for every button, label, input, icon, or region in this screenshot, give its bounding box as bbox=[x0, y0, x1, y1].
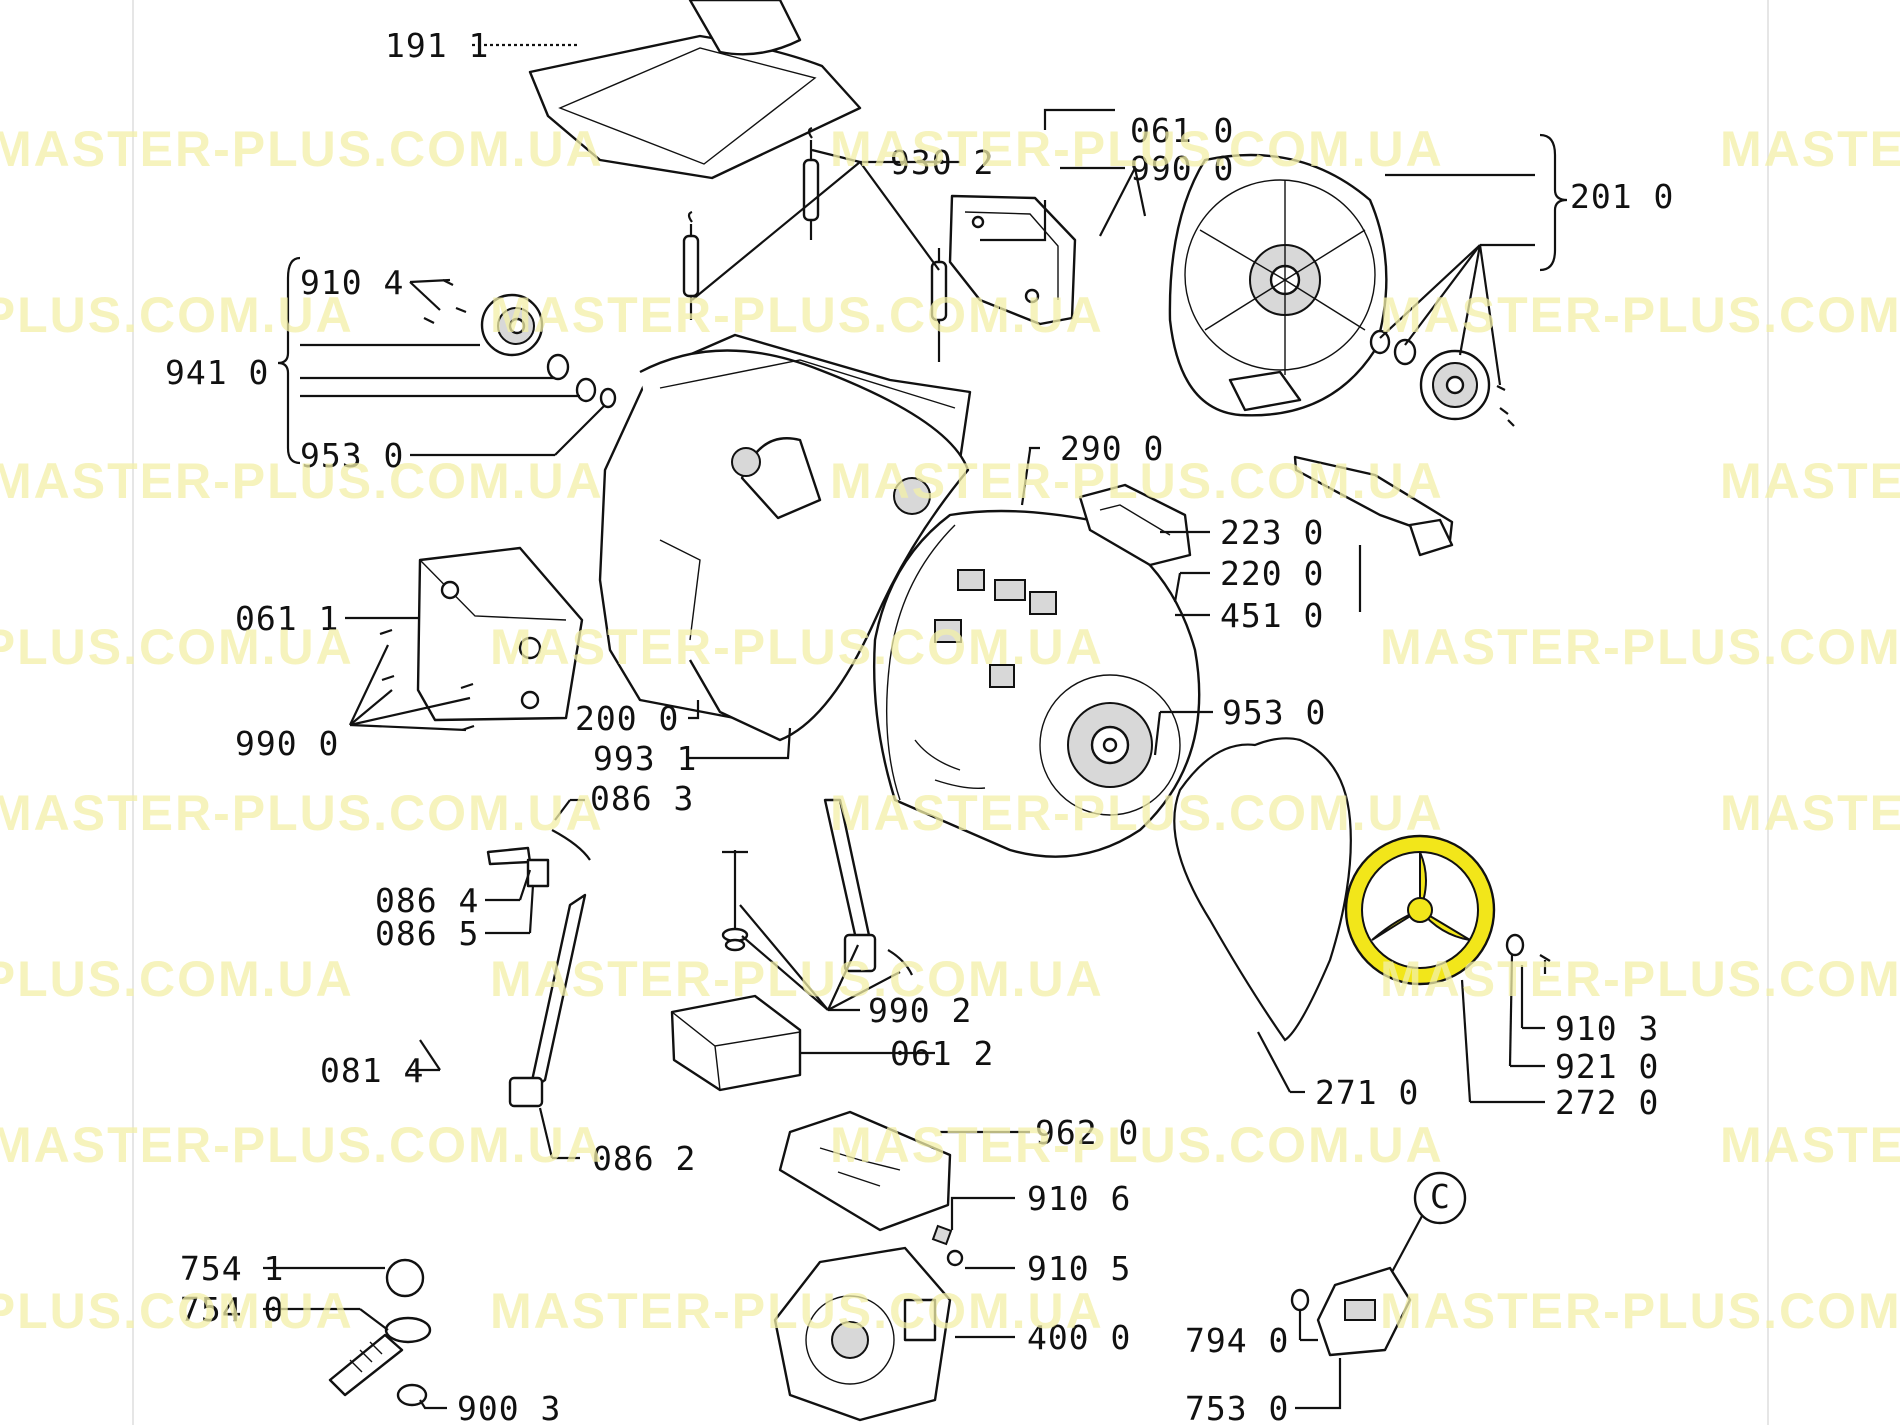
watermark-text: MASTER-PLUS.COM.UA bbox=[1380, 619, 1900, 675]
watermark-text: MASTER-PLUS.COM.UA bbox=[0, 785, 604, 841]
label-086-3: 086 3 bbox=[590, 779, 694, 818]
heater-part bbox=[1078, 455, 1454, 567]
watermark-text: MASTER-PLUS.COM.UA bbox=[0, 1117, 604, 1173]
watermark-text: MASTER-PLUS.COM.UA bbox=[1720, 785, 1900, 841]
watermarks: MASTER-PLUS.COM.UA MASTER-PLUS.COM.UA MA… bbox=[0, 121, 1900, 1339]
label-086-5: 086 5 bbox=[375, 914, 479, 953]
rear-tub-half bbox=[1168, 153, 1388, 417]
watermark-text: MASTER-PLUS.COM.UA bbox=[1720, 121, 1900, 177]
label-921-0: 921 0 bbox=[1555, 1047, 1659, 1086]
label-794-0: 794 0 bbox=[1185, 1321, 1289, 1360]
label-061-0: 061 0 bbox=[1130, 111, 1234, 150]
label-200-0: 200 0 bbox=[575, 699, 679, 738]
watermark-text: MASTER-PLUS.COM.UA bbox=[490, 619, 1104, 675]
watermark-text: MASTER-PLUS.COM.UA bbox=[0, 453, 604, 509]
watermark-text: MASTER-PLUS.COM.UA bbox=[830, 1117, 1444, 1173]
label-086-4: 086 4 bbox=[375, 881, 479, 920]
watermark-text: MASTER-PLUS.COM.UA bbox=[1380, 951, 1900, 1007]
inner-drum bbox=[872, 509, 1201, 858]
front-bearing-group bbox=[423, 279, 617, 409]
part-labels: 191 1 930 2 061 0 990 0 201 0 910 4 941 … bbox=[165, 26, 1674, 1425]
watermark-text: MASTER-PLUS.COM.UA bbox=[830, 453, 1444, 509]
suspension-springs bbox=[682, 126, 948, 362]
label-910-6: 910 6 bbox=[1027, 1179, 1131, 1218]
center-screw-set bbox=[721, 850, 749, 952]
left-shock-absorber bbox=[486, 829, 591, 1108]
label-930-2: 930 2 bbox=[890, 143, 994, 182]
rear-bracket-part bbox=[948, 194, 1077, 326]
label-061-2: 061 2 bbox=[890, 1034, 994, 1073]
label-081-4: 081 4 bbox=[320, 1051, 424, 1090]
label-990-0-top: 990 0 bbox=[1130, 149, 1234, 188]
label-272-0: 272 0 bbox=[1555, 1083, 1659, 1122]
label-201-0: 201 0 bbox=[1570, 177, 1674, 216]
label-941-0: 941 0 bbox=[165, 353, 269, 392]
top-lid-part bbox=[528, 0, 862, 180]
watermark-text: MASTER-PLUS.COM.UA bbox=[1720, 1117, 1900, 1173]
watermark-text: MASTER-PLUS.COM.UA bbox=[0, 121, 604, 177]
label-910-3: 910 3 bbox=[1555, 1009, 1659, 1048]
motor-part bbox=[773, 1246, 964, 1422]
watermark-text: MASTER-PLUS.COM.UA bbox=[0, 619, 354, 675]
drive-belt bbox=[1173, 737, 1352, 1042]
watermark-text: MASTER-PLUS.COM.UA bbox=[0, 287, 354, 343]
watermark-text: MASTER-PLUS.COM.UA bbox=[490, 287, 1104, 343]
callout-c-label: C bbox=[1430, 1177, 1451, 1216]
label-223-0: 223 0 bbox=[1220, 513, 1324, 552]
filter-hose-part bbox=[328, 1258, 432, 1407]
label-086-2: 086 2 bbox=[592, 1139, 696, 1178]
watermark-text: MASTER-PLUS.COM.UA bbox=[830, 121, 1444, 177]
drum-pulley-highlighted bbox=[1344, 834, 1551, 986]
rear-bearing-group bbox=[1369, 329, 1515, 427]
pressure-switch-part bbox=[1290, 1171, 1467, 1357]
label-753-0: 753 0 bbox=[1185, 1389, 1289, 1425]
label-910-5: 910 5 bbox=[1027, 1249, 1131, 1288]
watermark-text: MASTER-PLUS.COM.UA bbox=[0, 951, 354, 1007]
label-061-1: 061 1 bbox=[235, 599, 339, 638]
label-290-0: 290 0 bbox=[1060, 429, 1164, 468]
watermark-text: MASTER-PLUS.COM.UA bbox=[1380, 287, 1900, 343]
label-451-0: 451 0 bbox=[1220, 596, 1324, 635]
side-box-part bbox=[379, 546, 584, 732]
label-953-0-right: 953 0 bbox=[1222, 693, 1326, 732]
label-220-0: 220 0 bbox=[1220, 554, 1324, 593]
label-271-0: 271 0 bbox=[1315, 1073, 1419, 1112]
label-900-3: 900 3 bbox=[457, 1389, 561, 1425]
watermark-text: MASTER-PLUS.COM.UA bbox=[830, 785, 1444, 841]
label-400-0: 400 0 bbox=[1027, 1318, 1131, 1357]
leader-lines bbox=[263, 43, 1568, 1410]
label-993-1: 993 1 bbox=[593, 739, 697, 778]
label-910-4: 910 4 bbox=[300, 263, 404, 302]
label-962-0: 962 0 bbox=[1035, 1113, 1139, 1152]
label-953-0-left: 953 0 bbox=[300, 436, 404, 475]
bottom-weight-part bbox=[670, 994, 802, 1092]
label-754-0: 754 0 bbox=[180, 1290, 284, 1329]
label-191-1: 191 1 bbox=[385, 26, 489, 65]
label-754-1: 754 1 bbox=[180, 1249, 284, 1288]
watermark-text: MASTER-PLUS.COM.UA bbox=[490, 1283, 1104, 1339]
watermark-text: MASTER-PLUS.COM.UA bbox=[1380, 1283, 1900, 1339]
outer-tub-front bbox=[598, 333, 972, 742]
watermark-text: MASTER-PLUS.COM.UA bbox=[1720, 453, 1900, 509]
watermark-text: MASTER-PLUS.COM.UA bbox=[0, 1283, 354, 1339]
bottom-plate-part bbox=[778, 1110, 953, 1246]
watermark-text: MASTER-PLUS.COM.UA bbox=[490, 951, 1104, 1007]
right-shock-absorber bbox=[823, 798, 913, 976]
label-990-0-left: 990 0 bbox=[235, 724, 339, 763]
label-990-2: 990 2 bbox=[868, 991, 972, 1030]
